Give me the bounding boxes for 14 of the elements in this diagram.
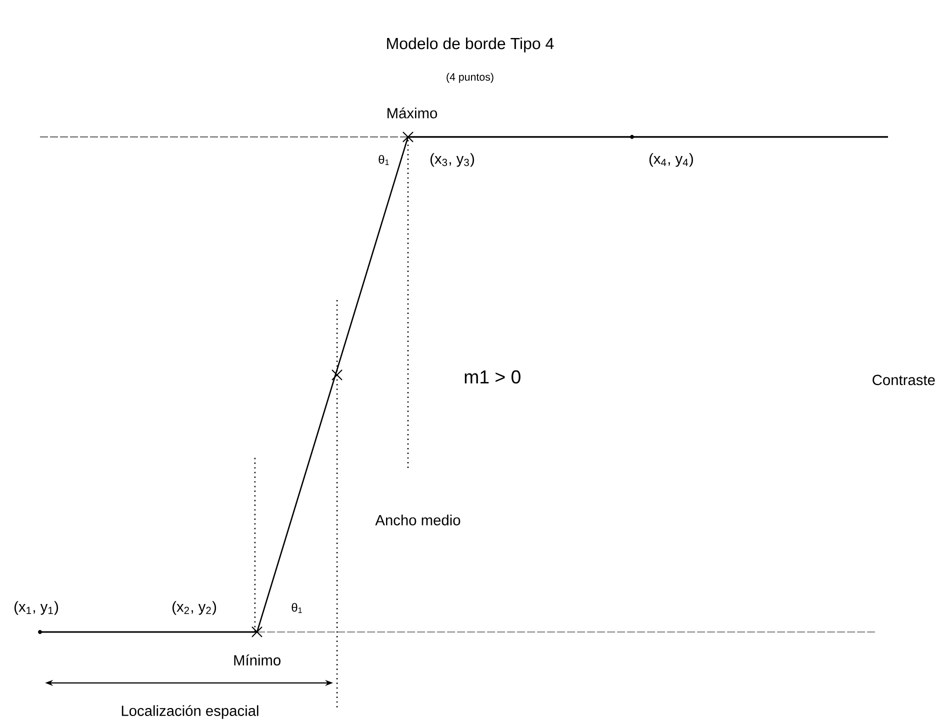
axis-label: Contraste	[872, 374, 935, 386]
subtitle-text: (4 puntos)	[446, 72, 494, 83]
point-label: (x$_{3}$, y$_{3}$)	[430, 153, 474, 167]
annotation-text: Localización espacial	[122, 705, 258, 719]
annotation-text: m1 > 0	[464, 370, 520, 384]
angle-label: θ$_{1}$	[292, 602, 302, 614]
angle-label: θ$_{1}$	[378, 154, 389, 166]
point-label: Máximo	[388, 108, 438, 118]
point-label: (x$_{2}$, y$_{2}$)	[172, 601, 216, 615]
annotation-text: Ancho medio	[375, 514, 460, 526]
title: Modelo de borde Tipo 4	[387, 38, 554, 52]
point-label: (x$_{4}$, y$_{4}$)	[649, 153, 693, 167]
point-label: (x$_{1}$, y$_{1}$)	[14, 601, 58, 615]
point-label: Mínimo	[234, 654, 280, 666]
